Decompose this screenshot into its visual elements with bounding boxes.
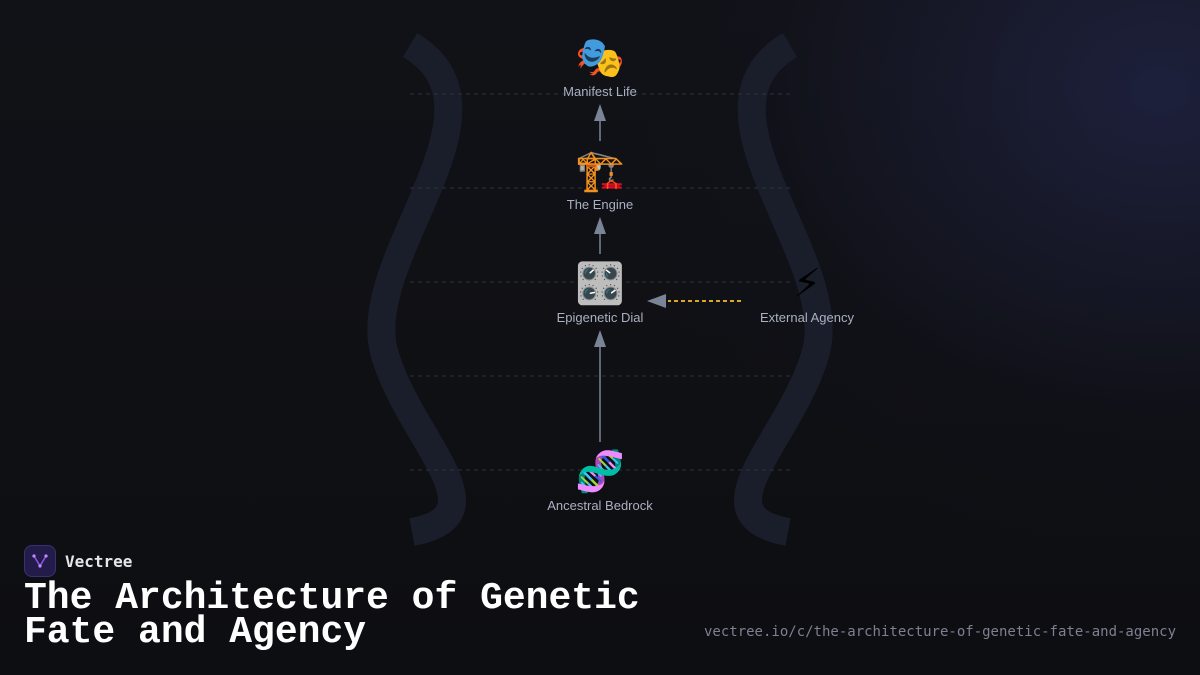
arrowhead-engine xyxy=(594,217,606,234)
left-bracket xyxy=(367,32,466,546)
arrowhead-agency xyxy=(647,294,666,308)
arrowhead-dial xyxy=(594,330,606,347)
node-label: Ancestral Bedrock xyxy=(547,498,653,513)
page-url[interactable]: vectree.io/c/the-architecture-of-genetic… xyxy=(703,624,1176,640)
performing-arts-icon: 🎭 xyxy=(575,35,625,81)
node-the-engine: 🏗️ The Engine xyxy=(520,147,680,212)
node-label: Manifest Life xyxy=(563,84,637,99)
vectree-logo-mark xyxy=(32,554,48,568)
node-epigenetic-dial: 🎛️ Epigenetic Dial xyxy=(520,260,680,325)
node-external-agency: ⚡ External Agency xyxy=(727,260,887,325)
node-label: The Engine xyxy=(566,197,634,212)
page-title: The Architecture of Genetic Fate and Age… xyxy=(24,577,640,654)
right-bracket xyxy=(734,32,833,546)
brand: Vectree xyxy=(24,544,132,578)
node-label: External Agency xyxy=(760,310,854,325)
node-label: Epigenetic Dial xyxy=(556,310,644,325)
lightning-bolt-icon: ⚡ xyxy=(792,261,822,307)
node-manifest-life: 🎭 Manifest Life xyxy=(520,34,680,99)
flow-arrows xyxy=(594,104,741,442)
control-knobs-icon: 🎛️ xyxy=(575,261,625,307)
vectree-logo-icon xyxy=(24,545,56,577)
arrowhead-life xyxy=(594,104,606,121)
construction-crane-icon: 🏗️ xyxy=(575,148,625,194)
dna-icon: 🧬 xyxy=(575,449,625,495)
brand-name: Vectree xyxy=(65,551,133,571)
node-ancestral-bedrock: 🧬 Ancestral Bedrock xyxy=(520,448,680,513)
